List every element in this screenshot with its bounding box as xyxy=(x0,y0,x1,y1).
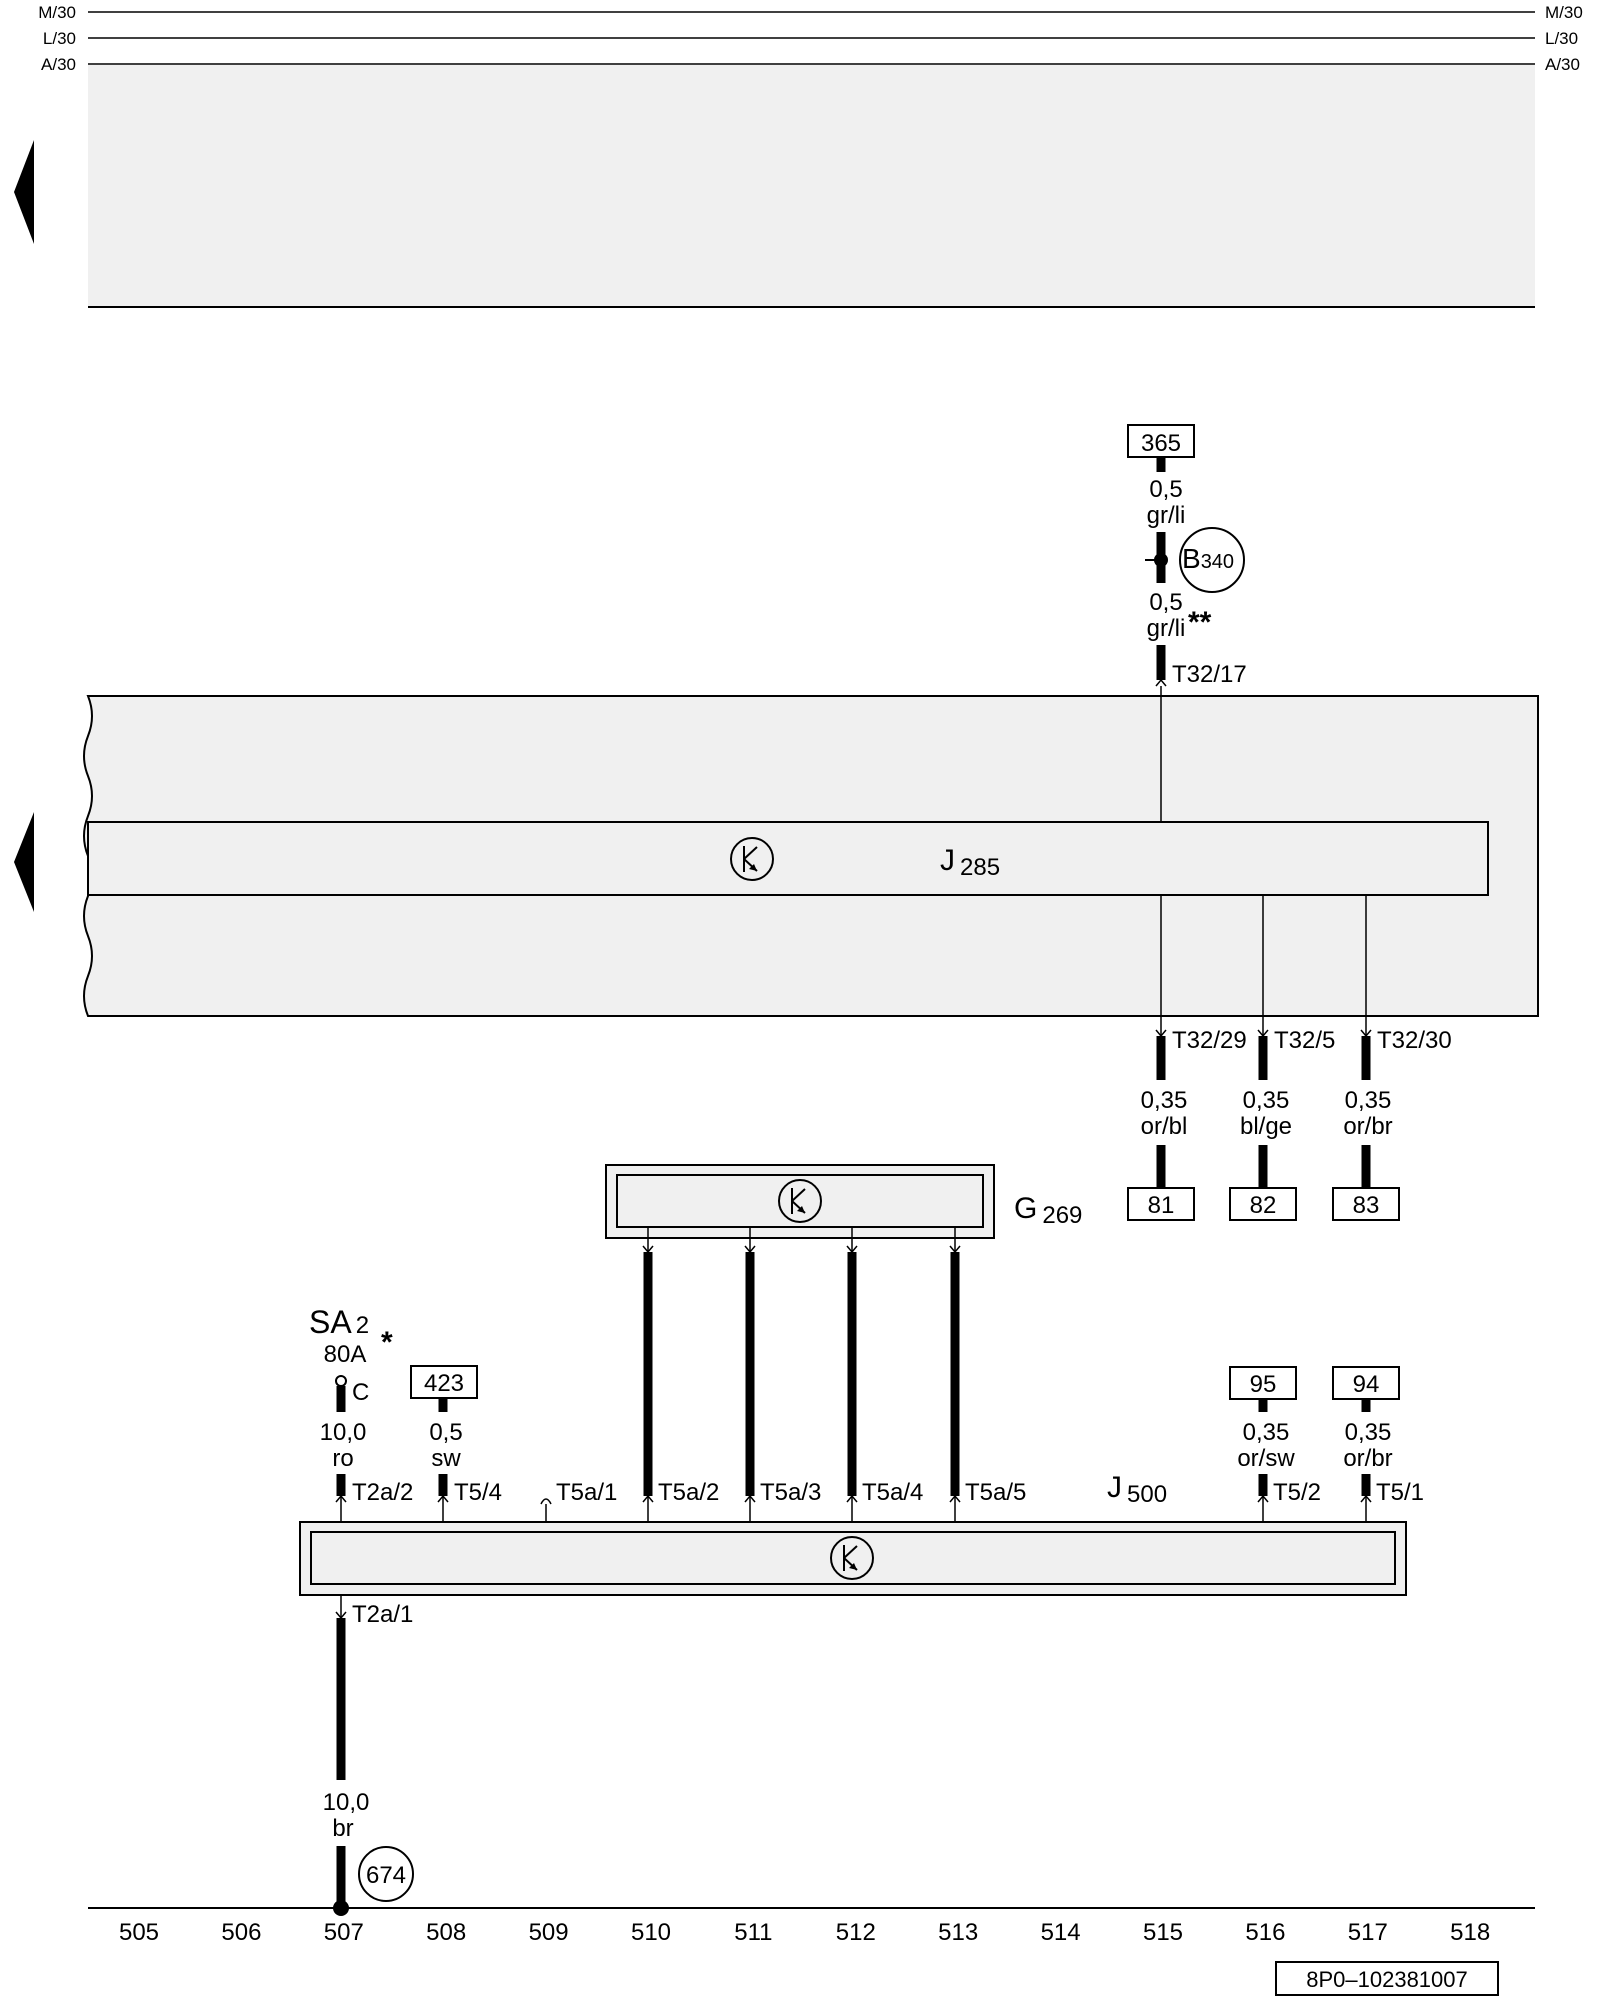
ref-box-423 xyxy=(410,1365,478,1399)
wire-365-size: 0,5 xyxy=(1149,476,1182,503)
b340-splice-dot xyxy=(1154,553,1168,567)
b340-circle xyxy=(1179,527,1245,593)
terminal-t5a-5: T5a/5 xyxy=(965,1479,1026,1506)
ref-94: 94 xyxy=(1353,1371,1380,1398)
j500-electronic-symbol-icon xyxy=(830,1536,874,1580)
drawing-number-box xyxy=(1275,1961,1499,1996)
ground-674-label: 674 xyxy=(366,1862,406,1889)
j285-inner-bar xyxy=(87,821,1489,896)
column-number: 506 xyxy=(221,1919,261,1946)
ground-674-circle xyxy=(358,1846,414,1902)
column-number: 509 xyxy=(529,1919,569,1946)
rail-label-a30-left: A/30 xyxy=(41,55,76,74)
rail-label-m30-left: M/30 xyxy=(38,3,76,22)
double-asterisk-note: ** xyxy=(1188,606,1212,639)
ref-box-95 xyxy=(1229,1366,1297,1400)
j285-electronic-symbol-icon xyxy=(730,837,774,881)
single-asterisk-note: * xyxy=(381,1326,393,1359)
j500-inner-box xyxy=(310,1531,1396,1585)
column-number: 511 xyxy=(734,1919,772,1946)
wire-ground-size: 10,0 xyxy=(323,1789,370,1816)
sa2-terminal-label: C xyxy=(352,1379,369,1406)
column-number: 513 xyxy=(938,1919,978,1946)
wire-83-color: or/br xyxy=(1343,1113,1392,1140)
rail-label-l30-right: L/30 xyxy=(1545,29,1578,48)
terminal-t5-2: T5/2 xyxy=(1273,1479,1321,1506)
wire-82-color: bl/ge xyxy=(1240,1113,1292,1140)
ref-82: 82 xyxy=(1250,1192,1277,1219)
wire-83-size: 0,35 xyxy=(1345,1087,1392,1114)
terminal-t5a-4: T5a/4 xyxy=(862,1479,923,1506)
b340-label: B340 xyxy=(1182,543,1234,574)
column-number: 515 xyxy=(1143,1919,1183,1946)
column-number: 517 xyxy=(1348,1919,1388,1946)
wire-94-size: 0,35 xyxy=(1345,1419,1392,1446)
wire-sa2-size: 10,0 xyxy=(320,1419,367,1446)
continuation-arrow-middle-icon xyxy=(14,812,34,912)
ref-423: 423 xyxy=(424,1370,464,1397)
wire-ground-color: br xyxy=(332,1815,353,1842)
drawing-number: 8P0–102381007 xyxy=(1306,1967,1468,1992)
terminal-t32-29: T32/29 xyxy=(1172,1027,1247,1054)
wire-365b-size: 0,5 xyxy=(1149,589,1182,616)
wire-81-color: or/bl xyxy=(1141,1113,1188,1140)
column-number: 512 xyxy=(836,1919,876,1946)
column-number: 508 xyxy=(426,1919,466,1946)
column-number: 510 xyxy=(631,1919,671,1946)
ref-box-83 xyxy=(1332,1187,1400,1221)
rail-label-m30-right: M/30 xyxy=(1545,3,1583,22)
wire-81-size: 0,35 xyxy=(1141,1087,1188,1114)
column-numbers: 505 506 507 508 509 510 511 512 513 514 515 516 517 5… xyxy=(119,1919,1490,1946)
g269-electronic-symbol-icon xyxy=(778,1179,822,1223)
rail-label-l30-left: L/30 xyxy=(43,29,76,48)
j500-top-connectors xyxy=(335,1494,1372,1522)
column-number: 518 xyxy=(1450,1919,1490,1946)
terminal-t5a-3: T5a/3 xyxy=(760,1479,821,1506)
wire-423-size: 0,5 xyxy=(429,1419,462,1446)
top-panel-area xyxy=(88,65,1535,307)
ref-365: 365 xyxy=(1141,430,1181,457)
wire-94-color: or/br xyxy=(1343,1445,1392,1472)
rail-label-a30-right: A/30 xyxy=(1545,55,1580,74)
terminal-t5-1: T5/1 xyxy=(1376,1479,1424,1506)
wire-423-color: sw xyxy=(431,1445,461,1472)
terminal-t32-30: T32/30 xyxy=(1377,1027,1452,1054)
g269-inner-box xyxy=(616,1174,984,1228)
ref-95: 95 xyxy=(1250,1371,1277,1398)
terminal-t5a-1: T5a/1 xyxy=(556,1479,617,1506)
terminal-t32-5: T32/5 xyxy=(1274,1027,1335,1054)
ref-box-82 xyxy=(1229,1187,1297,1221)
rail-lines xyxy=(88,11,1535,65)
column-number: 516 xyxy=(1245,1919,1285,1946)
wire-95-size: 0,35 xyxy=(1243,1419,1290,1446)
terminal-t5-4: T5/4 xyxy=(454,1479,502,1506)
sa2-rating: 80A xyxy=(324,1341,367,1368)
wire-95-color: or/sw xyxy=(1237,1445,1295,1472)
wire-365b-color: gr/li xyxy=(1147,615,1186,642)
column-number: 514 xyxy=(1041,1919,1081,1946)
terminal-t32-17: T32/17 xyxy=(1172,661,1247,688)
ref-box-81 xyxy=(1127,1187,1195,1221)
g269-j500-wires xyxy=(642,1227,961,1496)
ref-83: 83 xyxy=(1353,1192,1380,1219)
ref-box-365 xyxy=(1127,424,1195,458)
continuation-arrow-top-icon xyxy=(14,140,34,244)
terminal-t5a-2: T5a/2 xyxy=(658,1479,719,1506)
column-number: 505 xyxy=(119,1919,159,1946)
terminal-t2a-1: T2a/1 xyxy=(352,1601,413,1628)
ref-81: 81 xyxy=(1148,1192,1175,1219)
wire-sa2-color: ro xyxy=(332,1445,353,1472)
terminal-t2a-2: T2a/2 xyxy=(352,1479,413,1506)
sa2-terminal-c xyxy=(335,1375,347,1387)
wire-365-color: gr/li xyxy=(1147,502,1186,529)
column-number: 507 xyxy=(324,1919,364,1946)
wire-82-size: 0,35 xyxy=(1243,1087,1290,1114)
